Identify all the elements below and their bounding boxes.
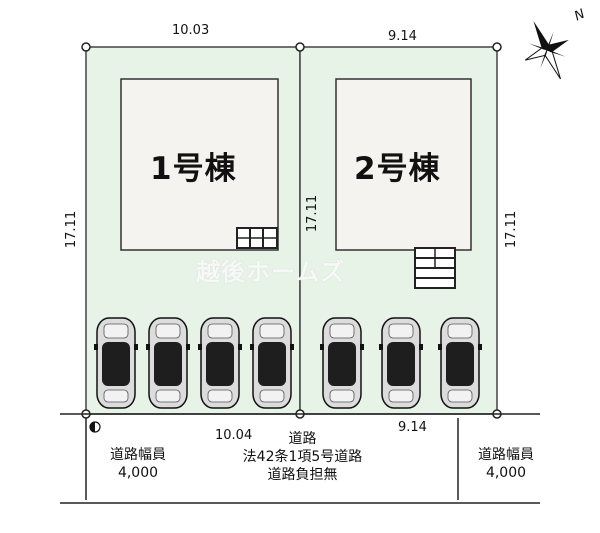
benchmark-icon <box>89 421 101 433</box>
road-width-right-title: 道路幅員 <box>478 447 534 463</box>
road-burden: 道路負担無 <box>267 467 338 483</box>
car-icon <box>250 317 294 409</box>
road-width-right: 道路幅員 4,000 <box>462 446 550 482</box>
car-icon <box>146 317 190 409</box>
road-width-left-value: 4,000 <box>117 465 159 481</box>
compass-icon <box>524 20 569 80</box>
road-title: 道路 <box>288 431 317 447</box>
car-icon <box>379 317 423 409</box>
building-1 <box>120 78 279 251</box>
car-icon <box>438 317 482 409</box>
dimension-road-lot2: 9.14 <box>398 420 427 435</box>
dimension-lot2-top: 9.14 <box>388 29 417 44</box>
parking-spaces <box>94 317 482 409</box>
car-icon <box>320 317 364 409</box>
road-lines <box>60 413 540 504</box>
car-icon <box>198 317 242 409</box>
road-width-left: 道路幅員 4,000 <box>94 446 182 482</box>
road-width-right-value: 4,000 <box>485 465 527 481</box>
entrance-steps-1 <box>236 227 278 249</box>
dimension-lot1-top: 10.03 <box>172 23 210 38</box>
road-description: 道路 法42条1項5号道路 道路負担無 <box>220 430 385 484</box>
watermark: 越後ホームズ <box>196 258 346 286</box>
dimension-lot2-right: 17.11 <box>504 210 520 249</box>
building-2-label: 2号棟 <box>354 151 441 187</box>
dimension-road-lot1: 10.04 <box>215 428 253 443</box>
car-icon <box>94 317 138 409</box>
road-width-indicators <box>85 418 459 500</box>
entrance-steps-2 <box>414 247 456 289</box>
road-width-left-title: 道路幅員 <box>110 447 166 463</box>
building-1-label: 1号棟 <box>150 151 237 187</box>
road-classification: 法42条1項5号道路 <box>242 449 363 465</box>
building-2 <box>335 78 472 251</box>
dimension-lot2-left: 17.11 <box>305 194 321 233</box>
dimension-lot1-left: 17.11 <box>64 210 80 249</box>
